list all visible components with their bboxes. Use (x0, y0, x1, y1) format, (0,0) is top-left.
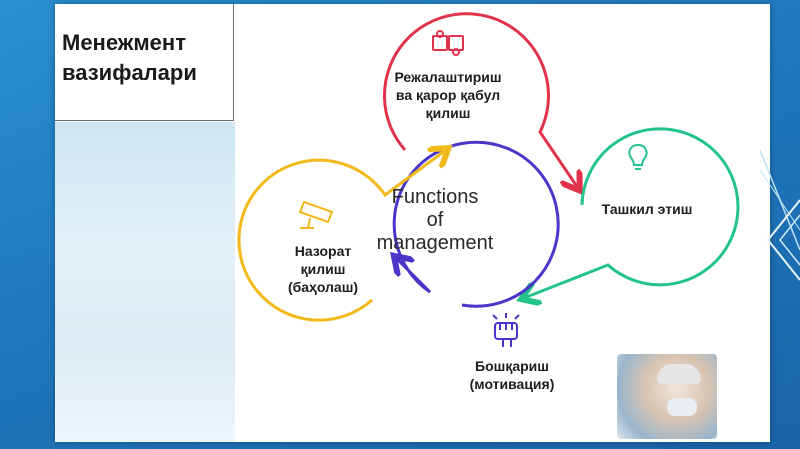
raised-fist-icon (492, 313, 520, 347)
slide-title: Менежмент вазифалари (62, 28, 262, 88)
title-box (55, 4, 234, 121)
slide (55, 4, 770, 442)
doctor-photo (617, 354, 717, 439)
organizing-node-ring (524, 127, 740, 298)
slide-title-line-1: Менежмент (62, 30, 186, 55)
controlling-node-ring (237, 150, 446, 322)
leading-label: Бошқариш (мотивация) (469, 358, 555, 392)
decorative-lines (760, 149, 800, 281)
puzzle-icon (432, 30, 464, 56)
center-label: Functions of management (376, 186, 494, 254)
slide-title-line-2: вазифалари (62, 60, 197, 85)
planning-node-ring (382, 12, 578, 188)
organizing-label: Ташкил этиш (601, 201, 693, 217)
security-camera-icon (298, 200, 334, 229)
leading-node-ring (394, 140, 560, 308)
lightbulb-icon (628, 143, 648, 170)
sky-background-image (55, 122, 235, 442)
planning-label: Режалаштириш ва қарор қабул қилиш (394, 69, 502, 121)
controlling-label: Назорат қилиш (баҳолаш) (287, 243, 359, 295)
